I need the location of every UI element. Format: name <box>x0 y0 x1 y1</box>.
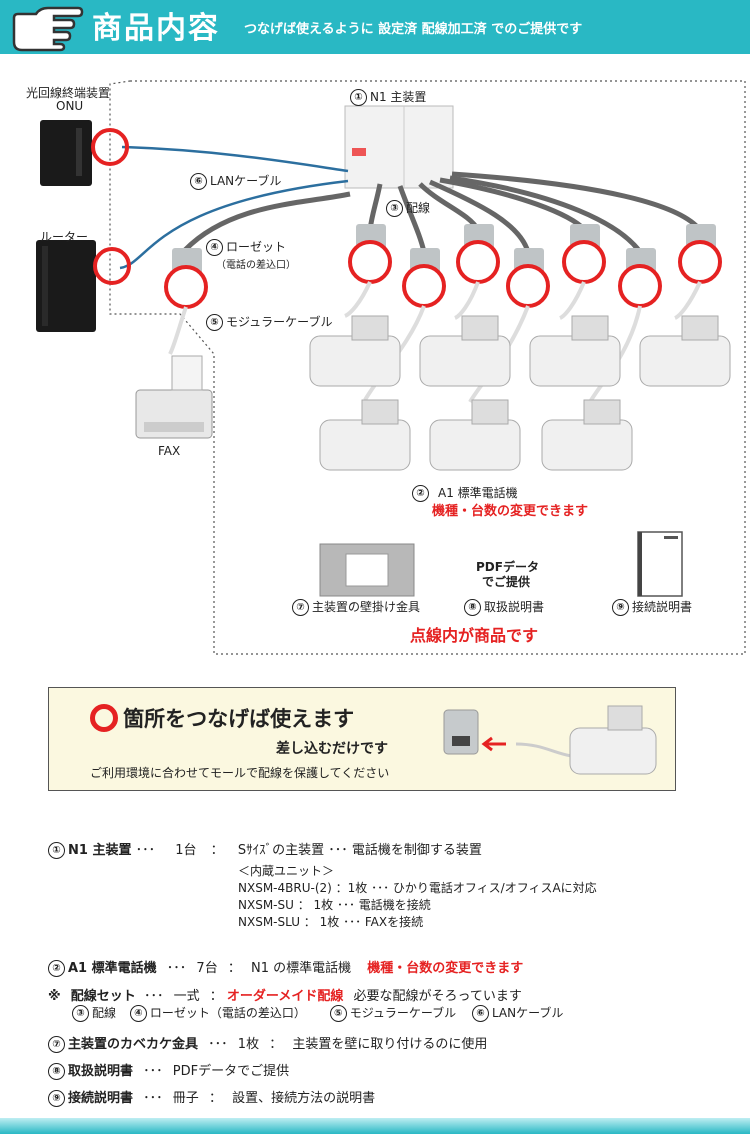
num-9-icon: ⑨ <box>612 599 629 616</box>
onu-label-2: ONU <box>56 99 84 113</box>
connection-manual-image <box>637 531 683 597</box>
footer-bar <box>0 1118 750 1134</box>
callout-note: ご利用環境に合わせてモールで配線を保護してください <box>90 766 390 780</box>
phone-icon <box>569 727 657 775</box>
pdf-note-1: PDFデータ <box>476 560 539 574</box>
num-2-icon: ② <box>412 485 429 502</box>
num-4-icon: ④ <box>206 239 223 256</box>
page-title: 商品内容 <box>92 11 220 46</box>
num-8-icon: ⑧ <box>464 599 481 616</box>
arrow-left-icon <box>481 736 506 752</box>
unit-line-1: NXSM-4BRU-(2) ：1枚 ･･･ ひかり電話オフィス/オフィスAに対応 <box>238 881 597 895</box>
num-3-icon: ③ <box>386 200 403 217</box>
callout-title-row: 箇所をつなげば使えます <box>90 703 354 733</box>
onu-label-1: 光回線終端装置 <box>26 86 111 100</box>
product-boundary <box>109 80 746 655</box>
router-label: ルーター <box>40 230 89 244</box>
onu-device <box>40 120 92 186</box>
phones <box>309 315 731 471</box>
num-5-icon: ⑤ <box>206 314 223 331</box>
pdf-note-2: でご提供 <box>482 575 531 589</box>
num-7-icon: ⑦ <box>292 599 309 616</box>
num-1-icon: ① <box>350 89 367 106</box>
fax-device <box>135 355 213 439</box>
unit-line-2: NXSM-SU ： 1枚 ･･･ 電話機を接続 <box>238 898 431 912</box>
callout-subtitle: 差し込むだけです <box>276 741 388 757</box>
red-circle-icon <box>90 704 118 732</box>
callout-title: 箇所をつなげば使えます <box>123 707 355 731</box>
main-unit-device <box>344 105 454 189</box>
phone-change-note: 機種・台数の変更できます <box>432 504 589 519</box>
wiring-diagram <box>36 80 746 655</box>
pointing-hand-icon <box>12 6 84 52</box>
units-header: ＜内蔵ユニット＞ <box>238 864 335 878</box>
router-device <box>36 240 96 332</box>
fax-label: FAX <box>158 444 181 458</box>
rosettes <box>164 224 722 309</box>
product-boundary-note: 点線内が商品です <box>410 626 539 645</box>
num-6-icon: ⑥ <box>190 173 207 190</box>
rosette-sub-label: （電話の差込口） <box>216 260 296 271</box>
page-subtitle: つなげば使えるように 設定済 配線加工済 でのご提供です <box>244 22 583 37</box>
rosette-icon <box>443 709 479 755</box>
unit-line-3: NXSM-SLU ： 1枚 ･･･ FAXを接続 <box>238 915 424 929</box>
list-item-wiring-set: ※ 配線セット ･･･ 一式 ： オーダーメイド配線 必要な配線がそろっています <box>48 989 522 1004</box>
header-bar <box>0 0 750 54</box>
callout-illustration <box>443 705 657 775</box>
wall-bracket-image <box>319 543 415 597</box>
